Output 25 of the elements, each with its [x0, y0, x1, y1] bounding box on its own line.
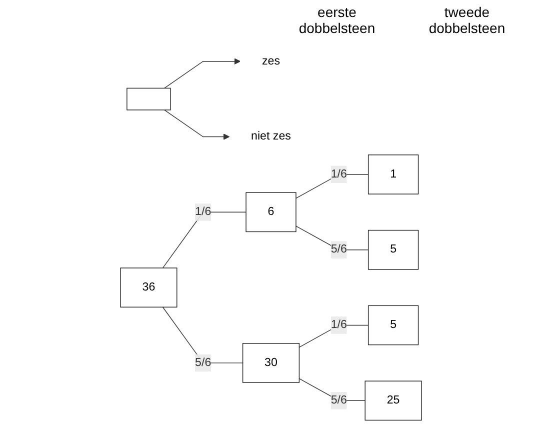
node-box: 5 [368, 230, 419, 270]
node-box: 25 [364, 380, 422, 421]
node-box: 30 [242, 343, 300, 383]
connector [296, 174, 369, 199]
edge-label: 1/6 [330, 168, 347, 180]
connector [162, 212, 246, 268]
edge-label: 5/6 [330, 243, 347, 256]
edge-label: 1/6 [195, 206, 212, 218]
node-text: niet zes [251, 130, 291, 143]
node-box: 1 [368, 154, 419, 194]
connector [298, 324, 369, 348]
node-box [126, 88, 171, 110]
edge-label: 5/6 [330, 394, 347, 406]
connector [162, 306, 244, 364]
node-box: 5 [368, 305, 419, 346]
column-heading: eerste dobbelsteen [298, 4, 376, 36]
edge-label: 5/6 [195, 356, 212, 369]
connector [296, 226, 369, 250]
column-heading: tweede dobbelsteen [428, 4, 506, 36]
arrow [164, 110, 230, 140]
node-text: zes [262, 54, 280, 68]
node-box: 36 [120, 268, 178, 308]
node-box: 6 [246, 192, 296, 232]
arrow [164, 58, 241, 89]
edge-label: 1/6 [330, 318, 347, 332]
